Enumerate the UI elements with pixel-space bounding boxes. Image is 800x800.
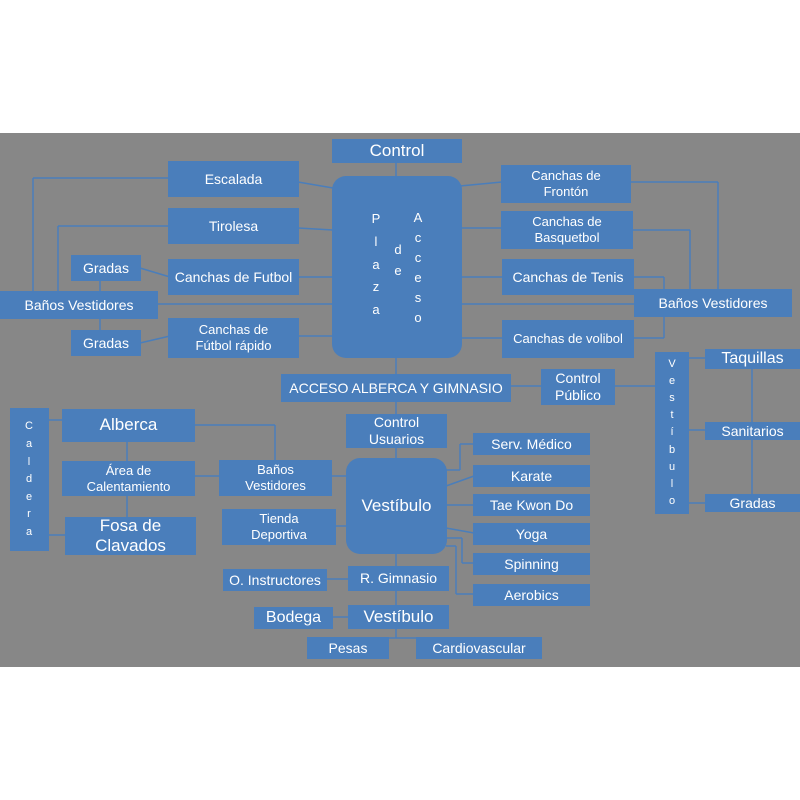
- tae-kwon-do-node: Tae Kwon Do: [473, 494, 590, 516]
- sanitarios-node: Sanitarios: [705, 422, 800, 440]
- alberca-node: Alberca: [62, 409, 195, 442]
- vestibulo-letter: s: [669, 392, 675, 405]
- yoga-node: Yoga: [473, 523, 590, 545]
- caldera-letter: r: [27, 508, 31, 521]
- bodega-node: Bodega: [254, 607, 333, 629]
- acceso-letter: s: [414, 290, 422, 306]
- pesas-node: Pesas: [307, 637, 389, 659]
- canchas-futbol-rapido-node: Canchas de Fútbol rápido: [168, 318, 299, 358]
- plaza-letter: P: [371, 211, 381, 227]
- spinning-node: Spinning: [473, 553, 590, 575]
- canchas-basquetbol-node: Canchas de Basquetbol: [501, 211, 633, 249]
- plaza-word: P l a z a: [366, 211, 386, 318]
- plaza-de-acceso-node: [332, 176, 462, 358]
- canchas-tenis-node: Canchas de Tenis: [502, 259, 634, 295]
- plaza-letter: a: [372, 302, 380, 318]
- caldera-node: [10, 408, 49, 551]
- tienda-deportiva-node: Tienda Deportiva: [222, 509, 336, 545]
- r-gimnasio-node: R. Gimnasio: [348, 566, 449, 591]
- caldera-letter: l: [27, 455, 31, 468]
- vestibulo-letter: t: [670, 409, 674, 422]
- control-node: Control: [332, 139, 462, 163]
- acceso-letter: e: [414, 270, 422, 285]
- vestibulo-letter: í: [670, 426, 674, 439]
- canchas-fronton-node: Canchas de Frontón: [501, 165, 631, 203]
- acceso-letter: o: [414, 310, 422, 326]
- acceso-letter: A: [413, 209, 423, 225]
- acceso-letter: c: [414, 249, 422, 265]
- vestibulo-letter: u: [668, 460, 676, 473]
- caldera-letter: e: [25, 490, 33, 503]
- vestibulo-letter: e: [668, 375, 676, 388]
- banos-vestidores-right-node: Baños Vestidores: [634, 289, 792, 317]
- vestibulo-vertical-label: V e s t í b u l o: [662, 358, 682, 506]
- vestibulo-letter: b: [668, 443, 676, 456]
- plaza-letter: z: [372, 279, 380, 295]
- tirolesa-node: Tirolesa: [168, 208, 299, 244]
- gradas-bottom-node: Gradas: [71, 330, 141, 356]
- vestibulo-letter: V: [668, 358, 676, 371]
- acceso-alberca-gimnasio-node: ACCESO ALBERCA Y GIMNASIO: [281, 374, 511, 402]
- cardiovascular-node: Cardiovascular: [416, 637, 542, 659]
- taquillas-node: Taquillas: [705, 349, 800, 369]
- banos-vestidores-mid-node: Baños Vestidores: [219, 460, 332, 496]
- vestibulo-letter: l: [670, 477, 674, 490]
- caldera-letter: a: [25, 525, 33, 538]
- caldera-label: C a l d e r a: [19, 418, 39, 542]
- control-usuarios-node: Control Usuarios: [346, 414, 447, 448]
- aerobics-node: Aerobics: [473, 584, 590, 606]
- fosa-clavados-node: Fosa de Clavados: [65, 517, 196, 555]
- vestibulo-letter: o: [668, 494, 676, 507]
- vestibulo-bottom-node: Vestíbulo: [348, 605, 449, 629]
- caldera-letter: a: [25, 438, 33, 451]
- acceso-letter: c: [414, 229, 422, 245]
- canchas-futbol-node: Canchas de Futbol: [168, 259, 299, 295]
- o-instructores-node: O. Instructores: [223, 569, 327, 591]
- de-letter: d: [394, 241, 402, 257]
- de-letter: e: [394, 263, 402, 278]
- area-calentamiento-node: Área de Calentamiento: [62, 461, 195, 496]
- plaza-letter: a: [372, 256, 380, 272]
- escalada-node: Escalada: [168, 161, 299, 197]
- canchas-volibol-node: Canchas de volibol: [502, 320, 634, 358]
- plaza-letter: l: [374, 233, 378, 249]
- karate-node: Karate: [473, 465, 590, 487]
- caldera-letter: C: [25, 420, 33, 433]
- de-word: d e: [388, 240, 408, 280]
- vestibulo-vertical-node: [655, 352, 689, 514]
- gradas-top-node: Gradas: [71, 255, 141, 281]
- banos-vestidores-left-node: Baños Vestidores: [0, 291, 158, 319]
- caldera-letter: d: [25, 473, 33, 486]
- control-publico-node: Control Público: [541, 369, 615, 405]
- serv-medico-node: Serv. Médico: [473, 433, 590, 455]
- gradas-right-node: Gradas: [705, 494, 800, 512]
- vestibulo-main-node: Vestíbulo: [346, 458, 447, 554]
- acceso-word: A c c e s o: [408, 206, 428, 330]
